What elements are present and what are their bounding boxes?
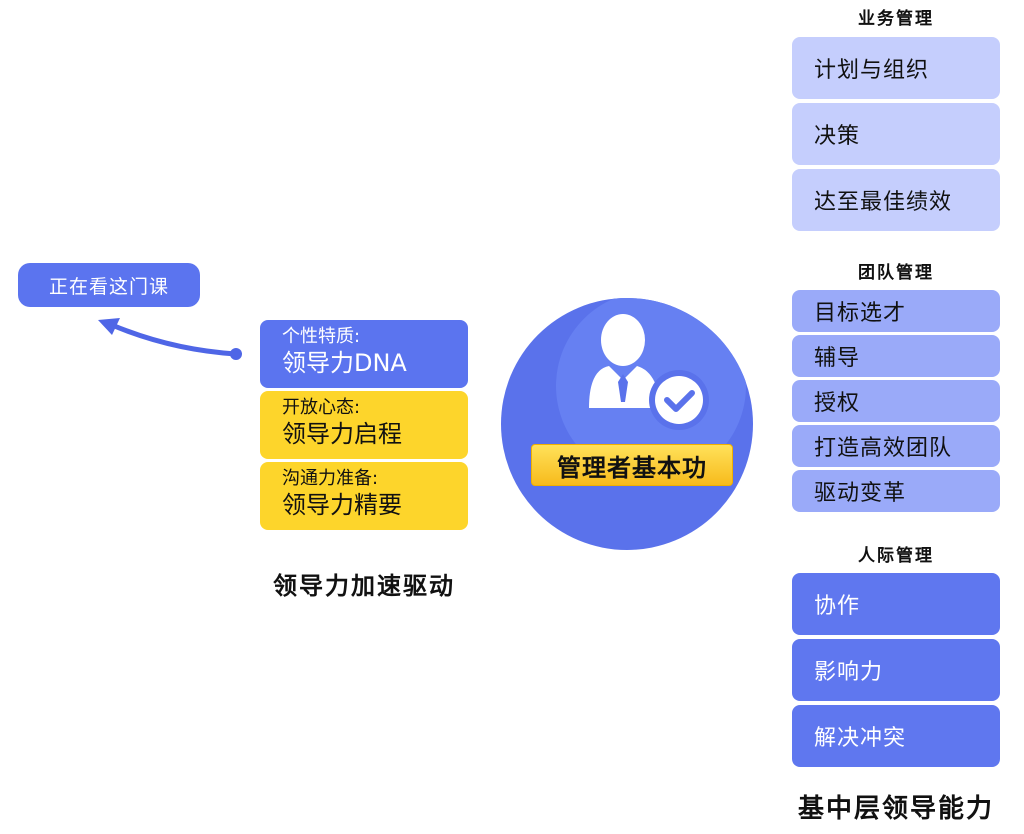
item-decision[interactable]: 决策: [792, 103, 1000, 165]
item-coaching[interactable]: 辅导: [792, 335, 1000, 377]
card-communication[interactable]: 沟通力准备: 领导力精要: [260, 462, 468, 530]
card-communication-line1: 沟通力准备:: [282, 468, 379, 489]
curved-arrow-icon: [98, 318, 242, 360]
group-interpersonal-title: 人际管理: [858, 546, 934, 566]
item-influence[interactable]: 影响力: [792, 639, 1000, 701]
item-label: 计划与组织: [814, 58, 930, 83]
manager-check-icon: [556, 298, 746, 481]
now-watching-badge[interactable]: 正在看这门课: [18, 263, 200, 307]
item-label: 影响力: [814, 660, 884, 685]
item-select-talent[interactable]: 目标选才: [792, 290, 1000, 332]
item-label: 协作: [814, 594, 861, 619]
item-label: 决策: [814, 124, 861, 149]
item-build-team[interactable]: 打造高效团队: [792, 425, 1000, 467]
item-plan-organize[interactable]: 计划与组织: [792, 37, 1000, 99]
item-drive-change[interactable]: 驱动变革: [792, 470, 1000, 512]
item-label: 驱动变革: [814, 481, 907, 506]
item-label: 目标选才: [814, 301, 907, 326]
card-open-mind-line1: 开放心态:: [282, 397, 361, 418]
card-open-mind[interactable]: 开放心态: 领导力启程: [260, 391, 468, 459]
item-label: 打造高效团队: [814, 436, 953, 461]
item-resolve-conflict[interactable]: 解决冲突: [792, 705, 1000, 767]
card-personality[interactable]: 个性特质: 领导力DNA: [260, 320, 468, 388]
card-communication-line2: 领导力精要: [282, 491, 402, 519]
item-label: 辅导: [814, 346, 861, 371]
card-personality-line1: 个性特质:: [282, 326, 361, 347]
item-best-performance[interactable]: 达至最佳绩效: [792, 169, 1000, 231]
group-business-title: 业务管理: [858, 9, 934, 29]
leadership-accelerate-title: 领导力加速驱动: [273, 572, 455, 600]
item-delegation[interactable]: 授权: [792, 380, 1000, 422]
mid-level-leadership-title: 基中层领导能力: [797, 794, 994, 824]
card-personality-line2: 领导力DNA: [282, 349, 407, 377]
manager-basics-circle[interactable]: [501, 298, 753, 550]
item-label: 解决冲突: [814, 726, 907, 751]
now-watching-label: 正在看这门课: [48, 275, 169, 298]
item-collaboration[interactable]: 协作: [792, 573, 1000, 635]
group-team-title: 团队管理: [858, 263, 934, 283]
item-label: 授权: [814, 391, 861, 416]
manager-basics-label: 管理者基本功: [531, 444, 733, 486]
item-label: 达至最佳绩效: [814, 190, 953, 215]
card-open-mind-line2: 领导力启程: [282, 420, 402, 448]
